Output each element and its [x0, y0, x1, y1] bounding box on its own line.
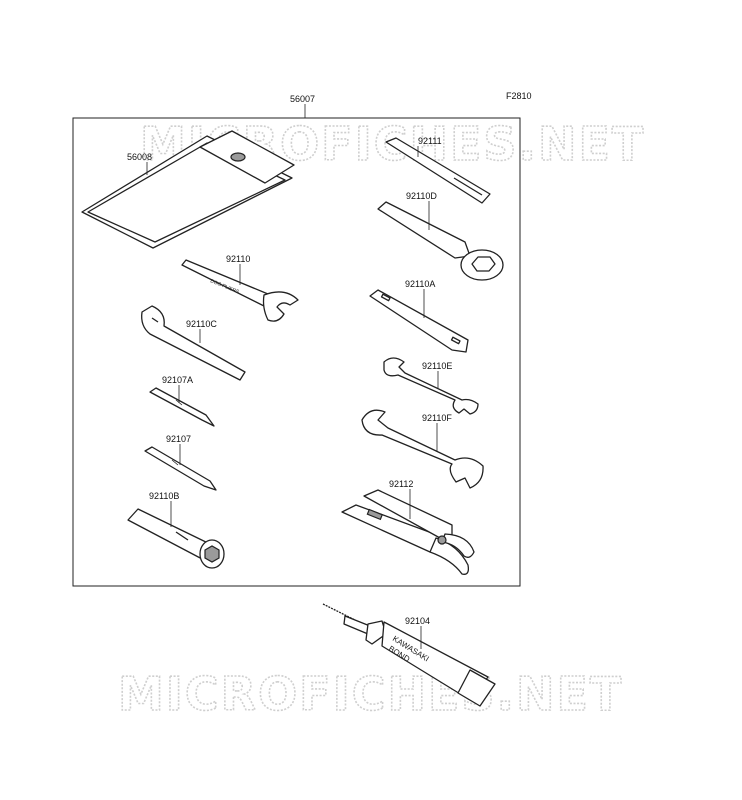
- watermark-bottom: MICROFICHES.NET: [118, 667, 623, 721]
- open-wrench-92110F[interactable]: [361, 409, 484, 489]
- part-label-92104: 92104: [405, 616, 430, 626]
- part-label-92110: 92110: [226, 254, 250, 264]
- part-label-92110D: 92110D: [406, 191, 437, 201]
- tool-bag[interactable]: [81, 130, 295, 249]
- part-label-92110C: 92110C: [186, 319, 217, 329]
- part-label-92110A: 92110A: [405, 279, 435, 289]
- socket-wrench-92110B[interactable]: [127, 508, 225, 569]
- kit-label: 56007: [290, 94, 315, 104]
- figure-code: F2810: [506, 91, 532, 101]
- hook-spanner-92110C[interactable]: [141, 305, 246, 381]
- screwdriver-bit-92107[interactable]: [144, 446, 217, 491]
- part-label-92107A: 92107A: [162, 375, 193, 385]
- tool-handle-92111[interactable]: [385, 137, 491, 204]
- open-wrench-92110E[interactable]: [383, 357, 479, 415]
- part-label-92107: 92107: [166, 434, 191, 444]
- part-label-92112: 92112: [389, 479, 413, 489]
- screwdriver-bit-92107A[interactable]: [149, 387, 215, 427]
- box-wrench-92110D[interactable]: [377, 201, 504, 281]
- tool-kit-frame: [72, 117, 521, 587]
- part-label-92110E: 92110E: [422, 361, 452, 371]
- part-label-56008: 56008: [127, 152, 152, 162]
- part-label-92111: 92111: [418, 136, 442, 146]
- flat-wrench-92110A[interactable]: [369, 289, 469, 353]
- part-label-92110F: 92110F: [422, 413, 452, 423]
- pliers-92112[interactable]: [341, 489, 475, 575]
- part-label-92110B: 92110B: [149, 491, 179, 501]
